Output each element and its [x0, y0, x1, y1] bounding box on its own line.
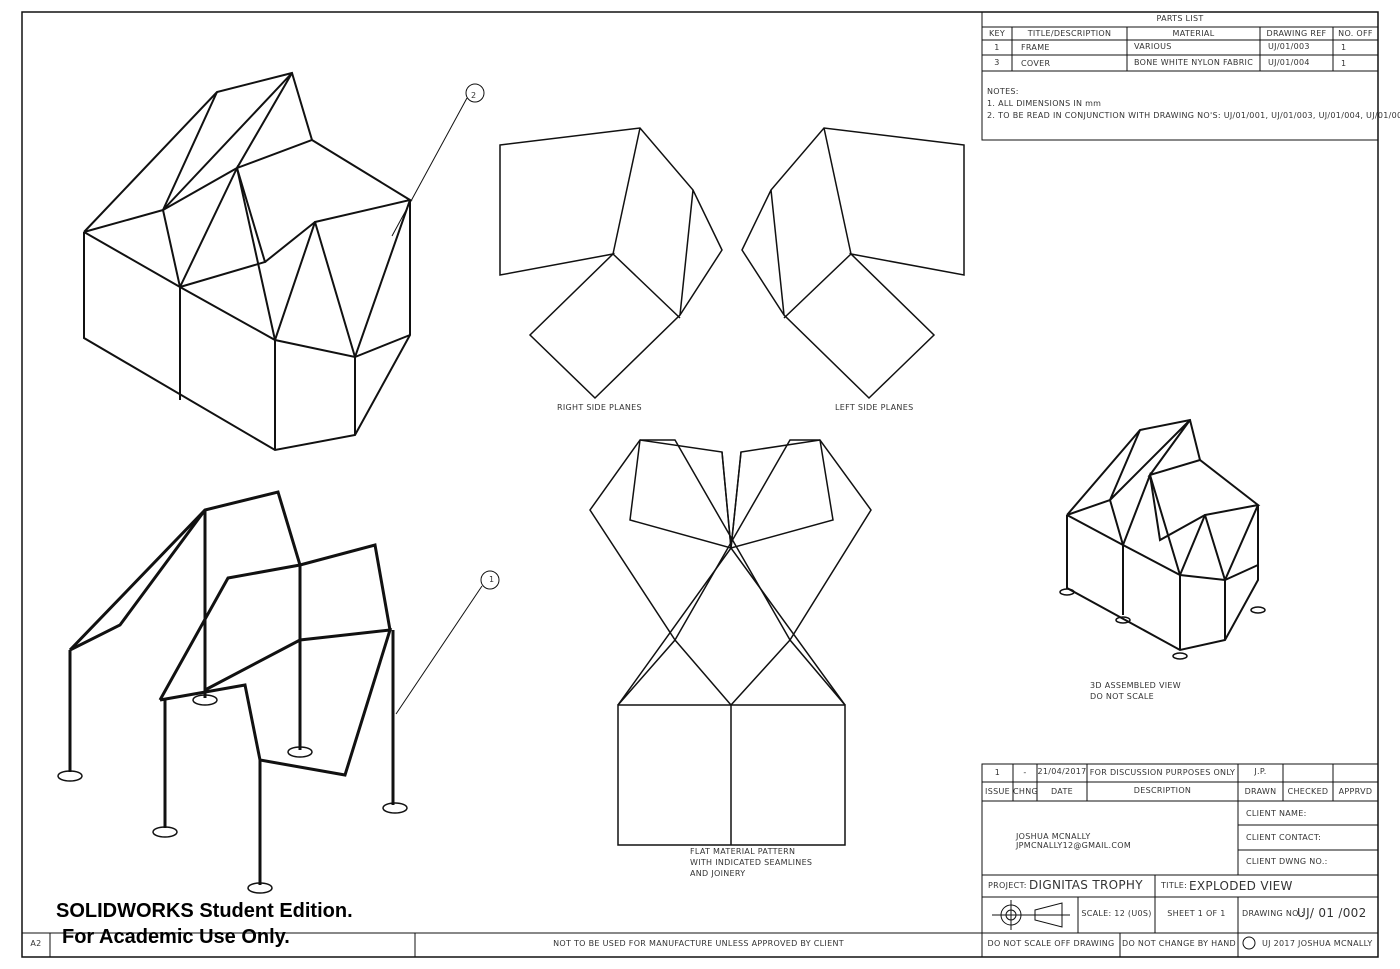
- label-flat-pattern: AND JOINERY: [690, 869, 746, 878]
- scale: SCALE: 12 (U0S): [1081, 909, 1152, 918]
- cover-isometric-view: [83, 71, 413, 452]
- parts-header-key: KEY: [988, 29, 1006, 38]
- parts-list-grid: [981, 11, 1379, 141]
- label-right-side-planes: RIGHT SIDE PLANES: [557, 403, 642, 412]
- issue-header: DESCRIPTION: [1133, 786, 1192, 795]
- third-angle-projection-icon: [992, 900, 1070, 930]
- issue-header: DRAWN: [1244, 787, 1277, 796]
- client-name-label: CLIENT NAME:: [1246, 809, 1307, 818]
- issue-cell: 1: [994, 768, 1001, 777]
- left-side-planes-view: [741, 127, 965, 400]
- no-scale-note: DO NOT SCALE OFF DRAWING: [987, 939, 1115, 948]
- issue-header: CHECKED: [1287, 787, 1329, 796]
- frame-feet: [57, 694, 408, 894]
- no-change-note: DO NOT CHANGE BY HAND: [1122, 939, 1236, 948]
- label-assembled-view: DO NOT SCALE: [1090, 692, 1154, 701]
- issue-cell: J.P.: [1254, 767, 1267, 776]
- issue-header: APPRVD: [1338, 787, 1373, 796]
- parts-header-drawing-ref: DRAWING REF: [1266, 29, 1327, 38]
- footer-strip: [22, 932, 982, 957]
- issue-cell: -: [1023, 768, 1027, 777]
- balloon-frame-number: 1: [489, 575, 495, 584]
- label-left-side-planes: LEFT SIDE PLANES: [835, 403, 914, 412]
- issue-header: CHNG: [1013, 787, 1038, 796]
- label-assembled-view: 3D ASSEMBLED VIEW: [1090, 681, 1181, 690]
- parts-header-title: TITLE/DESCRIPTION: [1027, 29, 1112, 38]
- title-label: TITLE:: [1161, 881, 1188, 890]
- issue-cell: 21/04/2017: [1037, 767, 1087, 776]
- parts-header-no-off: NO. OFF: [1338, 29, 1373, 38]
- parts-cell: VARIOUS: [1134, 42, 1172, 51]
- author-name: JOSHUA MCNALLY: [1016, 832, 1091, 841]
- watermark-line-1: SOLIDWORKS Student Edition.: [56, 900, 353, 922]
- parts-cell: COVER: [1021, 59, 1051, 68]
- watermark-line-2: For Academic Use Only.: [62, 926, 290, 948]
- client-dwng-label: CLIENT DWNG NO.:: [1246, 857, 1328, 866]
- right-side-planes-view: [499, 127, 723, 400]
- parts-cell: 1: [1341, 59, 1347, 68]
- note-item: 1. ALL DIMENSIONS IN mm: [987, 99, 1102, 108]
- parts-cell: UJ/01/003: [1268, 42, 1310, 51]
- client-contact-label: CLIENT CONTACT:: [1246, 833, 1322, 842]
- issue-cell: FOR DISCUSSION PURPOSES ONLY: [1089, 768, 1236, 777]
- author-email: JPMCNALLY12@GMAIL.COM: [1016, 841, 1132, 850]
- notes-heading: NOTES:: [987, 87, 1019, 96]
- copyright-text: UJ 2017 JOSHUA MCNALLY: [1262, 939, 1373, 948]
- parts-header-material: MATERIAL: [1172, 29, 1215, 38]
- copyright-icon: [1242, 936, 1256, 950]
- label-flat-pattern: WITH INDICATED SEAMLINES: [690, 858, 813, 867]
- note-item: 2. TO BE READ IN CONJUNCTION WITH DRAWIN…: [987, 111, 1400, 120]
- leader-cover: [391, 83, 500, 715]
- sheet-number: SHEET 1 OF 1: [1167, 909, 1226, 918]
- drawing-number: UJ/ 01 /002: [1297, 906, 1367, 920]
- manufacture-note: NOT TO BE USED FOR MANUFACTURE UNLESS AP…: [553, 939, 844, 948]
- frame-isometric-view: [68, 490, 395, 885]
- parts-list-title: PARTS LIST: [1156, 14, 1204, 23]
- parts-cell: 1: [994, 43, 1000, 52]
- drawing-title: EXPLODED VIEW: [1189, 879, 1293, 893]
- title-block-grid: [981, 763, 1379, 958]
- assembled-feet: [1059, 588, 1266, 660]
- parts-cell: 1: [1341, 43, 1347, 52]
- parts-cell: BONE WHITE NYLON FABRIC: [1134, 58, 1254, 67]
- issue-header: ISSUE: [985, 787, 1010, 796]
- parts-cell: FRAME: [1021, 43, 1050, 52]
- parts-cell: 3: [994, 58, 1000, 67]
- assembled-3d-view: [1066, 418, 1261, 652]
- label-flat-pattern: FLAT MATERIAL PATTERN: [690, 847, 796, 856]
- issue-header: DATE: [1050, 787, 1073, 796]
- flat-pattern-view: [589, 439, 872, 846]
- project-label: PROJECT:: [988, 881, 1027, 890]
- drawing-no-label: DRAWING NO.:: [1242, 909, 1305, 918]
- sheet-border: [21, 11, 1379, 958]
- parts-cell: UJ/01/004: [1268, 58, 1310, 67]
- sheet-size: A2: [30, 939, 42, 948]
- project-name: DIGNITAS TROPHY: [1029, 878, 1143, 892]
